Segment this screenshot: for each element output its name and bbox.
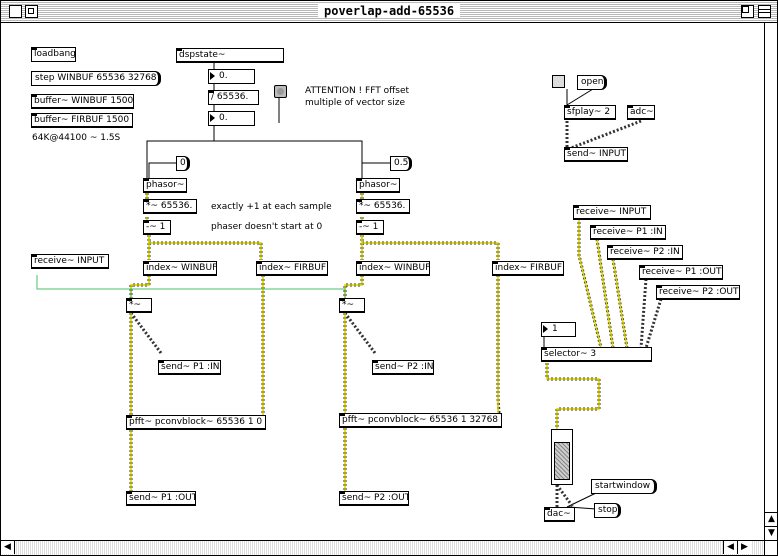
buffer-firbuf-object[interactable]: buffer~ FIRBUF 1500	[31, 113, 133, 128]
receive-p2-in-object[interactable]: receive~ P2 :IN	[607, 245, 683, 260]
receive-p2-out-object[interactable]: receive~ P2 :OUT	[656, 285, 740, 300]
selector-object[interactable]: selector~ 3	[541, 347, 652, 362]
sfplay-object[interactable]: sfplay~ 2	[564, 105, 616, 120]
scroll-left-arrow-icon-end[interactable]: ◀	[723, 541, 737, 554]
buffer-winbuf-object[interactable]: buffer~ WINBUF 1500	[31, 94, 134, 109]
loadbang-object[interactable]: loadbang	[31, 47, 76, 62]
receive-p1-in-object[interactable]: receive~ P1 :IN	[590, 225, 666, 240]
scroll-left-arrow-icon[interactable]: ◀	[1, 541, 15, 554]
phasor-object-2[interactable]: phasor~	[356, 178, 400, 193]
send-p1-in-object[interactable]: send~ P1 :IN	[158, 360, 221, 375]
index-winbuf-object-2[interactable]: index~ WINBUF	[356, 261, 430, 276]
gain-slider-knob[interactable]	[554, 442, 570, 480]
step-message[interactable]: step WINBUF 65536 32768	[31, 71, 161, 86]
multiply-signal-object-2[interactable]: *~	[339, 298, 365, 313]
receive-p1-out-object[interactable]: receive~ P1 :OUT	[639, 265, 723, 280]
selector-number-box[interactable]: 1	[541, 322, 576, 337]
title-bar[interactable]: poverlap-add-65536	[1, 1, 777, 23]
receive-input-object-right[interactable]: receive~ INPUT	[573, 205, 651, 220]
send-p2-out-object[interactable]: send~ P2 :OUT	[339, 491, 409, 506]
dac-object[interactable]: dac~	[544, 507, 575, 522]
phaser-comment: phaser doesn't start at 0	[211, 222, 323, 232]
message-zero[interactable]: 0	[176, 156, 190, 171]
send-p1-out-object[interactable]: send~ P1 :OUT	[126, 491, 196, 506]
horizontal-scrollbar[interactable]: ◀ ◀ ▶	[1, 540, 764, 555]
subtract-one-object-1[interactable]: -~ 1	[143, 220, 171, 235]
resize-grip-icon[interactable]	[764, 540, 777, 555]
adc-object[interactable]: adc~	[627, 105, 655, 120]
attention-comment-2: multiple of vector size	[305, 98, 406, 108]
startwindow-message[interactable]: startwindow	[591, 479, 657, 494]
multiply-65536-object-2[interactable]: *~ 65536.	[356, 199, 410, 214]
bang-button[interactable]	[274, 85, 287, 98]
patcher-canvas[interactable]: loadbang step WINBUF 65536 32768 buffer~…	[1, 23, 764, 539]
exactly-comment: exactly +1 at each sample	[211, 202, 332, 212]
send-p2-in-object[interactable]: send~ P2 :IN	[372, 360, 434, 375]
pfft-object-1[interactable]: pfft~ pconvblock~ 65536 1 0	[126, 415, 266, 430]
patch-cords	[36, 62, 663, 510]
close-box-icon[interactable]	[9, 5, 22, 18]
scroll-right-arrow-icon[interactable]: ▶	[737, 541, 751, 554]
stop-message[interactable]: stop	[594, 503, 621, 518]
send-input-object[interactable]: send~ INPUT	[564, 147, 628, 162]
attention-comment-1: ATTENTION ! FFT offset	[305, 86, 410, 96]
size-comment: 64K@44100 ~ 1.5S	[32, 133, 121, 143]
index-winbuf-object-1[interactable]: index~ WINBUF	[143, 261, 217, 276]
subtract-one-object-2[interactable]: -~ 1	[356, 220, 384, 235]
zoom-box-icon[interactable]	[741, 5, 754, 18]
multiply-signal-object-1[interactable]: *~	[126, 298, 152, 313]
index-firbuf-object-2[interactable]: index~ FIRBUF	[492, 261, 564, 276]
message-half[interactable]: 0.5	[390, 156, 412, 171]
window-title: poverlap-add-65536	[318, 4, 461, 18]
number-box-sr[interactable]: 0.	[208, 69, 255, 84]
play-toggle[interactable]	[552, 75, 565, 88]
receive-input-object-left[interactable]: receive~ INPUT	[31, 254, 109, 269]
phasor-object-1[interactable]: phasor~	[143, 178, 187, 193]
number-box-ratio[interactable]: 0.	[208, 111, 255, 126]
pfft-object-2[interactable]: pfft~ pconvblock~ 65536 1 32768	[339, 413, 502, 428]
scroll-up-arrow-icon[interactable]: ▲	[765, 512, 777, 526]
dspstate-object[interactable]: dspstate~	[176, 48, 284, 63]
gain-slider[interactable]	[551, 429, 573, 485]
lock-icon[interactable]	[25, 5, 38, 18]
vertical-scrollbar[interactable]: ▲ ▼	[764, 23, 777, 540]
index-firbuf-object-1[interactable]: index~ FIRBUF	[256, 261, 328, 276]
open-message[interactable]: open	[577, 75, 607, 90]
collapse-box-icon[interactable]	[758, 5, 771, 18]
scroll-down-arrow-icon[interactable]: ▼	[765, 526, 777, 540]
multiply-65536-object-1[interactable]: *~ 65536.	[143, 199, 197, 214]
divide-object[interactable]: / 65536.	[208, 90, 259, 105]
